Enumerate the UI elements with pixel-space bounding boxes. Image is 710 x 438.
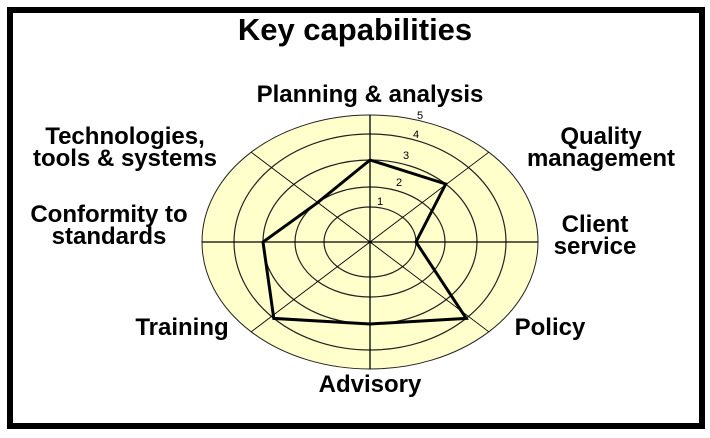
axis-label-text: Conformity to: [30, 201, 188, 228]
axis-label-quality: Quality management: [508, 123, 694, 172]
grid-spoke: [250, 151, 371, 243]
axis-label-text: Quality: [560, 123, 642, 150]
axis-label-training: Training: [120, 314, 244, 341]
axis-label-text: management: [526, 145, 676, 172]
axis-label-text: service: [553, 233, 637, 260]
axis-label-policy: Policy: [505, 314, 595, 341]
axis-label-technologies: Technologies, tools & systems: [12, 123, 238, 172]
chart-title: Key capabilities: [237, 12, 473, 47]
axis-label-client-service: Client service: [540, 211, 650, 260]
axis-label-text: Technologies,: [45, 123, 205, 150]
grid-spoke: [369, 241, 490, 333]
axis-label-text: Advisory: [318, 371, 422, 398]
axis-label-conformity: Conformity to standards: [12, 201, 206, 250]
axis-label-planning: Planning & analysis: [220, 81, 520, 108]
tick-label: 5: [417, 110, 423, 122]
radar-grid-spokes: [202, 115, 538, 369]
axis-label-text: tools & systems: [32, 145, 218, 172]
axis-label-text: Planning & analysis: [256, 81, 484, 108]
axis-label-text: Policy: [514, 314, 586, 341]
tick-label: 4: [413, 129, 419, 141]
axis-label-text: Training: [135, 314, 229, 341]
grid-spoke: [250, 241, 371, 333]
grid-spoke: [369, 151, 490, 243]
tick-label: 3: [403, 150, 409, 162]
axis-label-text: standards: [51, 223, 167, 250]
radar-tick-labels: 1 2 34 5: [377, 110, 423, 208]
tick-label: 1: [377, 196, 383, 208]
axis-label-text: Client: [561, 211, 629, 238]
tick-label: 2: [396, 177, 402, 189]
axis-label-advisory: Advisory: [290, 371, 450, 398]
radar-series-polygon: [261, 158, 469, 326]
